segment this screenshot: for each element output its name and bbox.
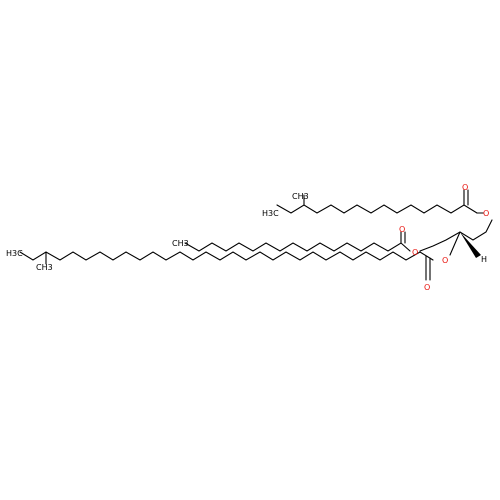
oxygen-label-b-carbonyl: O — [399, 225, 405, 234]
glycerol-backbone — [419, 219, 493, 252]
methyl-label-b-left: CH3 — [172, 239, 189, 248]
oxygen-label-a-carbonyl: O — [462, 183, 468, 192]
methyl-label-a-left: H3C — [262, 209, 279, 218]
oxygen-label-c-ester: O — [442, 256, 448, 265]
oxygen-label-b-ester: O — [412, 248, 418, 257]
chain-c-skeleton — [19, 251, 434, 261]
methyl-label-c-branch: CH3 — [36, 263, 53, 272]
methyl-label-c-left: H3C — [6, 249, 23, 258]
oxygen-label-a-ester: O — [483, 209, 489, 218]
stereo-hydrogen-label: H — [481, 255, 487, 264]
stereo-wedge-bond — [460, 232, 481, 258]
methyl-label-a-top: CH3 — [292, 192, 309, 201]
chain-b-skeleton — [184, 242, 411, 252]
oxygen-label-c-carbonyl: O — [424, 283, 430, 292]
chain-a-skeleton — [276, 204, 478, 214]
glycerol-c2-o-bond — [449, 231, 461, 256]
